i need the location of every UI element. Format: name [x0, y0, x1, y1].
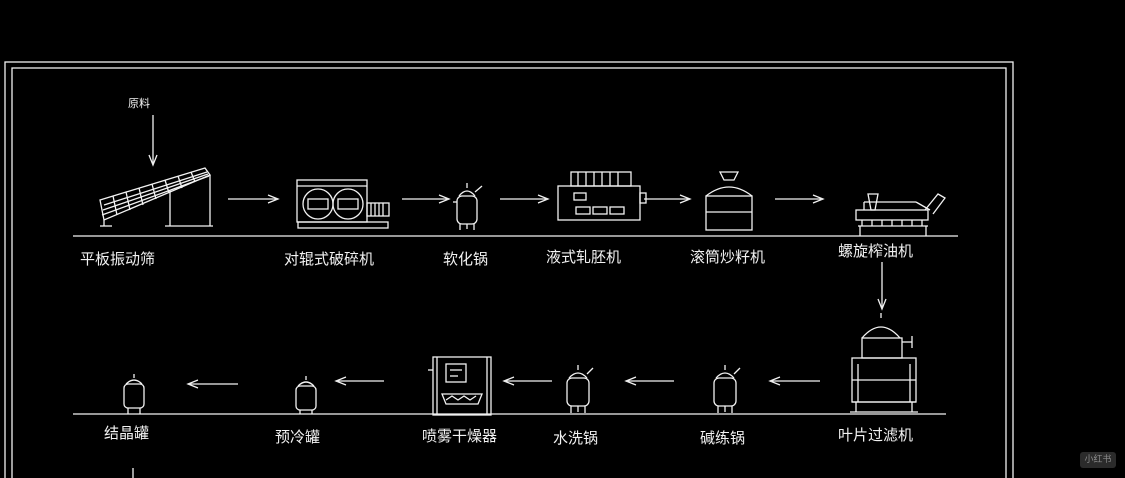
watermark-badge: 小红书 — [1080, 452, 1116, 468]
label-flaking-mill: 液式轧胚机 — [546, 248, 622, 266]
alkali-refining-kettle-icon — [713, 365, 741, 413]
flow-arrow — [768, 376, 820, 386]
flow-arrow — [402, 194, 451, 204]
flow-arrow — [500, 194, 550, 204]
label-leaf-filter: 叶片过滤机 — [838, 426, 914, 444]
outer-frame — [4, 61, 1014, 478]
crystallization-tank-icon — [123, 374, 145, 414]
vibrating-screen-icon — [99, 167, 213, 227]
flow-arrow — [644, 194, 692, 204]
leaf-filter-icon — [850, 313, 918, 413]
flow-arrow — [624, 376, 674, 386]
input-arrow — [148, 115, 158, 167]
raw-material-label: 原料 — [128, 97, 150, 110]
flow-arrow — [334, 376, 384, 386]
label-vibrating-screen: 平板振动筛 — [80, 250, 156, 268]
label-drum-roaster: 滚筒炒籽机 — [690, 248, 766, 266]
flow-arrow — [502, 376, 552, 386]
label-spray-dryer: 喷雾干燥器 — [422, 427, 498, 445]
label-softening-kettle: 软化锅 — [443, 250, 489, 268]
flow-arrow — [186, 379, 238, 389]
screw-oil-press-icon — [855, 193, 946, 236]
pre-cooling-tank-icon — [295, 376, 317, 414]
label-screw-oil-press: 螺旋榨油机 — [838, 242, 914, 260]
roller-crusher-icon — [296, 179, 390, 229]
spray-dryer-icon — [428, 356, 492, 416]
washing-kettle-icon — [566, 365, 594, 413]
label-crystallization-tank: 结晶罐 — [104, 424, 150, 442]
softening-kettle-icon — [453, 183, 483, 230]
flow-arrow-down — [877, 262, 887, 311]
flow-arrow — [775, 194, 825, 204]
label-alkali-refining-kettle: 碱练锅 — [700, 429, 746, 447]
drum-roaster-icon — [705, 171, 753, 231]
label-washing-kettle: 水洗锅 — [553, 429, 599, 447]
inner-frame — [11, 67, 1007, 478]
flow-arrow — [228, 194, 280, 204]
flaking-mill-icon — [557, 171, 647, 221]
label-roller-crusher: 对辊式破碎机 — [284, 250, 375, 268]
label-pre-cooling-tank: 预冷罐 — [275, 428, 321, 446]
